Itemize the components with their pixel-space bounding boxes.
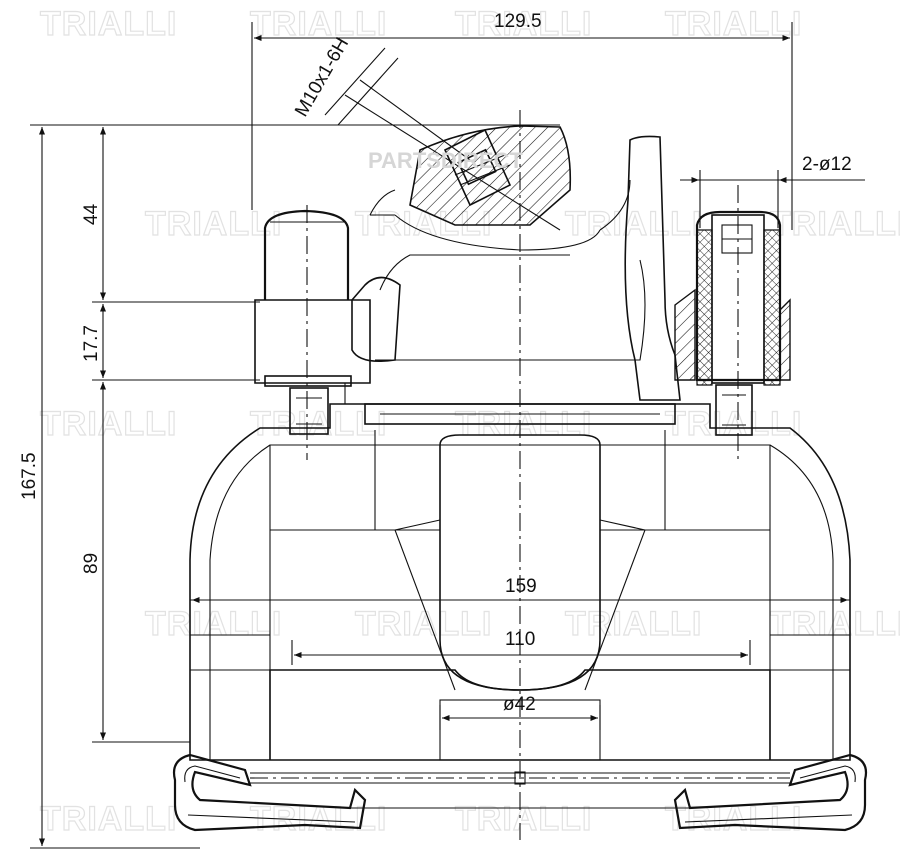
dim-height-lower: 89: [81, 553, 102, 574]
dim-mount-holes: 2-ø12: [802, 154, 852, 175]
dim-height-mid: 17.7: [81, 325, 102, 362]
watermark-text: TRIALLI: [145, 205, 282, 243]
section-hatched-boss: [409, 125, 572, 226]
right-guide-pin: [674, 210, 791, 436]
watermark-text: TRIALLI: [455, 800, 592, 838]
dim-overall-width: 129.5: [494, 11, 542, 32]
watermark-text: TRIALLI: [565, 205, 702, 243]
watermark-text: TRIALLI: [770, 205, 900, 243]
watermark-site: PARTSDIRECT: [368, 148, 523, 173]
left-guide-pin: [263, 209, 352, 435]
watermark-text: TRIALLI: [770, 605, 900, 643]
watermark-layer: TRIALLI TRIALLI TRIALLI TRIALLI TRIALLI …: [39, 4, 900, 838]
watermark-text: TRIALLI: [145, 605, 282, 643]
dimension-lines: [30, 22, 865, 849]
dim-piston-dia: ø42: [503, 694, 536, 715]
dim-width-outer: 159: [505, 576, 537, 597]
dim-width-inner: 110: [505, 629, 535, 650]
watermark-text: TRIALLI: [40, 5, 177, 43]
pad-spring-left: [172, 753, 367, 832]
pad-spring-right: [673, 753, 868, 832]
watermark-text: TRIALLI: [40, 800, 177, 838]
watermark-text: TRIALLI: [565, 605, 702, 643]
dim-thread: M10x1-6H: [291, 34, 353, 120]
dim-height-total: 167.5: [19, 452, 40, 500]
watermark-text: TRIALLI: [665, 5, 802, 43]
dim-height-top: 44: [81, 203, 102, 225]
watermark-text: TRIALLI: [250, 5, 387, 43]
center-lines: [250, 110, 790, 840]
caliper-body: [189, 135, 851, 761]
watermark-text: TRIALLI: [665, 405, 802, 443]
watermark-text: TRIALLI: [40, 405, 177, 443]
watermark-text: TRIALLI: [355, 605, 492, 643]
